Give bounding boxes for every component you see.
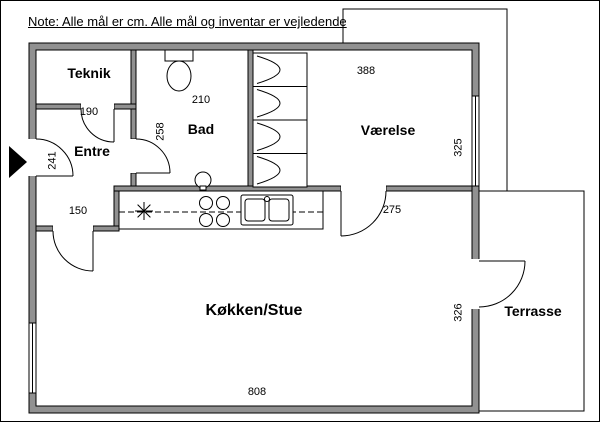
room-label-teknik: Teknik (67, 65, 111, 81)
window-left-icon (28, 322, 37, 394)
dim-bad-length: 258 (154, 122, 167, 141)
dim-vaerelse-length: 325 (452, 138, 465, 157)
door-swing-terrasse-icon (478, 260, 526, 308)
door-openings (28, 103, 480, 309)
room-label-terrasse: Terrasse (504, 303, 562, 319)
dishwasher-icon (135, 202, 153, 220)
door-swing-entrance-icon (35, 138, 74, 177)
dim-teknik-opening: 190 (79, 106, 99, 118)
window-right-icon (471, 95, 480, 187)
note-text: Note: Alle mål er cm. Alle mål og invent… (28, 14, 347, 29)
terrace-outline (479, 190, 585, 412)
dim-entre-length: 241 (46, 151, 59, 170)
kitchen-sink-icon (240, 194, 294, 226)
toilet-icon (164, 49, 194, 92)
dim-vaerelse-width: 388 (356, 65, 376, 77)
room-label-vaerelse: Værelse (360, 122, 416, 138)
door-swing-entre-stue-icon (52, 230, 94, 272)
dim-stue-right-wall: 326 (452, 303, 465, 322)
entrance-arrow-icon (9, 146, 27, 178)
exterior-wall (28, 42, 480, 414)
washbasin-icon (194, 171, 212, 191)
room-label-koekken-stue: Køkken/Stue (205, 302, 303, 319)
door-swing-teknik-icon (80, 108, 115, 143)
dim-stue-width: 808 (247, 386, 267, 398)
door-swing-bad-icon (135, 138, 171, 174)
room-label-bad: Bad (187, 121, 215, 137)
dim-entre-width: 150 (68, 205, 88, 217)
cooktop-icon (199, 196, 230, 227)
dim-stue-door-wall: 275 (382, 204, 402, 216)
room-label-entre: Entre (74, 143, 110, 159)
wardrobe-icon (252, 52, 308, 188)
plot-outline (342, 8, 508, 191)
door-swing-vaerelse-icon (340, 190, 387, 237)
dim-bad-width: 210 (191, 94, 211, 106)
